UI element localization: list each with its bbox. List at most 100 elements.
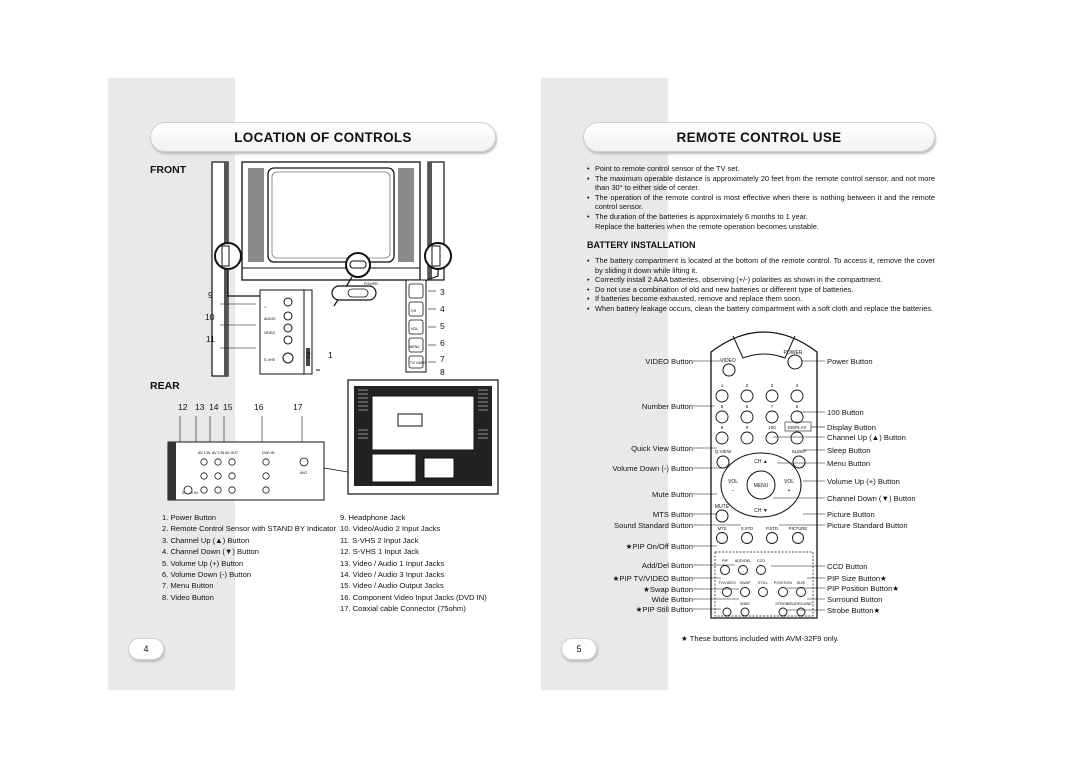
label-volume-down-button: Volume Down (-) Button (612, 464, 693, 473)
svg-text:CH: CH (411, 309, 417, 313)
svg-text:POWER: POWER (364, 282, 378, 286)
battery-heading: BATTERY INSTALLATION (587, 240, 696, 250)
legend-item: 3. Channel Up (▲) Button (162, 535, 250, 545)
svg-text:4: 4 (796, 383, 799, 388)
callout-1: 1 (328, 350, 333, 360)
label-mute-button: Mute Button (652, 490, 693, 499)
label-number-button: Number Button (641, 402, 693, 411)
svg-text:POSITION: POSITION (774, 581, 792, 585)
footnote: ★ These buttons included with AVM-32F9 o… (681, 634, 839, 643)
legend-item: 6. Volume Down (-) Button (162, 570, 252, 580)
svg-text:PICTURE: PICTURE (789, 526, 808, 531)
svhs-jack (282, 352, 294, 364)
label-sound-standard-button: Sound Standard Button (614, 521, 693, 530)
front-tv-diagram: ∩ AUDIO VIDEO S-VHS POWER CH VOL MENU TV… (211, 161, 452, 377)
page-right: REMOTE CONTROL USE Point to remote contr… (541, 78, 973, 690)
svg-text:Q.VIEW: Q.VIEW (715, 449, 732, 454)
rear-tv-diagram: AV 1 IN AV 2 IN AV OUT DVD IN S-VHS IN A… (167, 379, 499, 501)
svg-text:S.STD: S.STD (741, 526, 753, 531)
bullet: If batteries become exhausted, remove an… (587, 294, 935, 304)
label-pip-onoff-button: ★PIP On/Off Button (625, 542, 693, 551)
callout-2: 2 (306, 350, 311, 360)
label-channel-down-button: Channel Down (▼) Button (827, 494, 916, 503)
callout-8: 8 (440, 367, 445, 377)
legend-item: 9. Headphone Jack (340, 513, 406, 522)
callout-11: 11 (206, 334, 215, 344)
legend-item: 12. S-VHS 1 Input Jack (340, 547, 419, 557)
label-picture-standard-button: Picture Standard Button (827, 521, 908, 530)
label-power-button: Power Button (827, 357, 873, 366)
svg-text:6: 6 (746, 404, 749, 409)
label-channel-up-button: Channel Up (▲) Button (827, 433, 906, 442)
svg-text:AUDIO: AUDIO (264, 317, 276, 321)
label-ccd-button: CCD Button (827, 562, 868, 571)
legend-item: 8. Video Button (162, 592, 214, 602)
svg-text:7: 7 (771, 404, 774, 409)
tv-speaker-grille-left (248, 168, 264, 262)
svg-text:ADD/DEL: ADD/DEL (735, 559, 751, 563)
svg-text:SLEEP: SLEEP (792, 449, 807, 454)
svg-text:MENU: MENU (410, 345, 421, 349)
legend-item: 16. Component Video Input Jacks (DVD IN) (340, 592, 487, 602)
svg-text:DVD IN: DVD IN (262, 451, 275, 455)
audio-r-jack (283, 323, 293, 333)
svg-text:MTS: MTS (718, 526, 727, 531)
label-mts-button: MTS Button (652, 510, 693, 519)
label-swap-button: ★Swap Button (643, 585, 693, 594)
svg-text:CH ▼: CH ▼ (754, 508, 768, 514)
svg-text:AV 1 IN: AV 1 IN (198, 451, 211, 455)
page-title: LOCATION OF CONTROLS (150, 122, 496, 152)
svg-text:8: 8 (796, 404, 799, 409)
rear-heading: REAR (150, 380, 180, 392)
callout-16: 16 (254, 402, 264, 412)
battery-bullets: The battery compartment is located at th… (587, 256, 935, 314)
callout-9: 9 (208, 290, 213, 300)
label-volume-up-button: Volume Up (+) Button (827, 477, 900, 486)
svg-text:1: 1 (721, 383, 724, 388)
legend-item: 10. Video/Audio 2 Input Jacks (340, 524, 441, 534)
svg-text:WIDE: WIDE (740, 602, 750, 606)
legend-item: 1. Power Button (162, 513, 217, 522)
callout-6: 6 (440, 338, 445, 348)
legend-right: 9. Headphone Jack 10. Video/Audio 2 Inpu… (340, 512, 487, 615)
label-picture-button: Picture Button (827, 510, 875, 519)
label-sleep-button: Sleep Button (827, 446, 871, 455)
callout-17: 17 (293, 402, 303, 412)
callout-3: 3 (440, 287, 445, 297)
page-title: REMOTE CONTROL USE (583, 122, 935, 152)
label-pip-position-button: PIP Position Button★ (827, 584, 900, 593)
legend-item: 15. Video / Audio Output Jacks (340, 581, 444, 591)
bullet: The duration of the batteries is approxi… (587, 212, 935, 222)
svg-text:AV OUT: AV OUT (225, 451, 239, 455)
svg-text:−: − (732, 488, 735, 494)
bullet: When battery leakage occurs, clean the b… (587, 304, 935, 314)
label-pip-tv-video-button: ★PIP TV/VIDEO Button (612, 574, 693, 583)
label-wide-button: Wide Button (651, 595, 693, 604)
svg-text:POWER: POWER (784, 350, 803, 356)
headphone-jack (283, 297, 293, 307)
svg-text:TV/VIDEO: TV/VIDEO (718, 581, 736, 585)
svg-text:CH ▲: CH ▲ (754, 459, 768, 465)
svg-text:TV/ VIDEO: TV/ VIDEO (410, 361, 426, 365)
page-number: 5 (561, 638, 597, 660)
bullet: Point to remote control sensor of the TV… (587, 164, 935, 174)
svg-text:100: 100 (768, 425, 776, 430)
svg-text:AV 2 IN: AV 2 IN (212, 451, 225, 455)
legend-item: 4. Channel Down (▼) Button (162, 547, 260, 557)
svg-text:DISPLAY: DISPLAY (787, 425, 806, 430)
svg-text:5: 5 (721, 404, 724, 409)
svg-text:9: 9 (721, 425, 724, 430)
legend-item: 7. Menu Button (162, 581, 214, 591)
bullet-note: Replace the batteries when the remote op… (595, 221, 819, 231)
label-menu-button: Menu Button (827, 459, 871, 468)
svg-text:+: + (788, 488, 791, 494)
callout-12: 12 (178, 402, 188, 412)
legend-item: 11. S-VHS 2 Input Jack (340, 535, 419, 545)
svg-text:STILL: STILL (758, 581, 768, 585)
usage-bullets: Point to remote control sensor of the TV… (587, 164, 935, 231)
legend-item: 13. Video / Audio 1 Input Jacks (340, 558, 445, 568)
svg-text:MUTE: MUTE (715, 504, 730, 510)
video-jack (283, 335, 293, 345)
svg-text:0: 0 (746, 425, 749, 430)
svg-text:S-VHS: S-VHS (264, 358, 276, 362)
